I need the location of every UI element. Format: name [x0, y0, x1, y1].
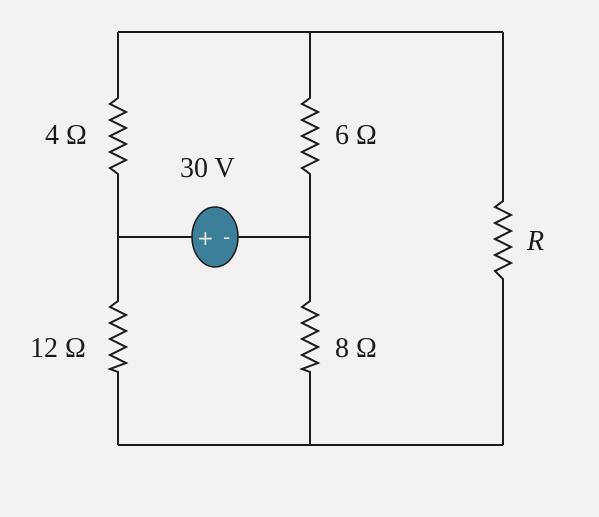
resistor-r	[492, 195, 514, 285]
resistor-8-ohm	[299, 295, 321, 375]
label-resistor-4-ohm: 4 Ω	[45, 120, 87, 151]
resistor-12-ohm	[107, 295, 129, 375]
resistor-4-ohm	[107, 92, 129, 180]
label-source-voltage: 30 V	[180, 153, 235, 184]
label-resistor-12-ohm: 12 Ω	[30, 333, 86, 364]
voltage-source	[191, 206, 239, 268]
label-resistor-8-ohm: 8 Ω	[335, 333, 377, 364]
label-resistor-r: R	[527, 226, 545, 257]
label-resistor-6-ohm: 6 Ω	[335, 120, 377, 151]
source-minus-sign: -	[223, 225, 230, 249]
resistor-6-ohm	[299, 92, 321, 180]
source-plus-sign: +	[197, 226, 214, 250]
